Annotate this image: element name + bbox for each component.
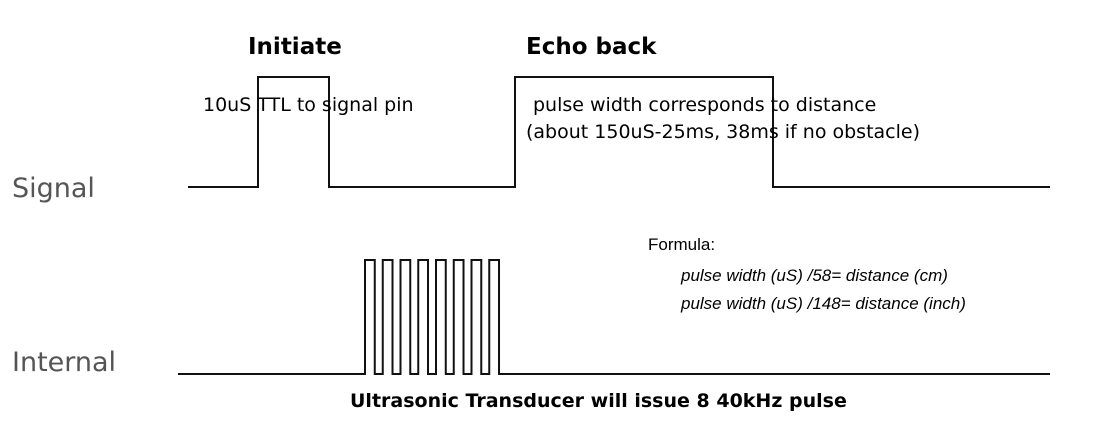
trigger-pulse-note: 10uS TTL to signal pin <box>203 94 414 116</box>
internal-burst-waveform <box>178 259 1050 375</box>
formula-title: Formula: <box>648 235 715 254</box>
echo-back-heading: Echo back <box>526 34 657 60</box>
internal-row-label: Internal <box>12 347 116 378</box>
formula-cm: pulse width (uS) /58= distance (cm) <box>680 266 948 285</box>
signal-waveform <box>188 76 1050 188</box>
formula-inch: pulse width (uS) /148= distance (inch) <box>680 294 966 313</box>
signal-row-label: Signal <box>12 173 95 204</box>
echo-width-note: pulse width corresponds to distance <box>533 94 876 116</box>
transducer-caption: Ultrasonic Transducer will issue 8 40kHz… <box>350 390 847 412</box>
echo-range-note: (about 150uS-25ms, 38ms if no obstacle) <box>526 121 920 143</box>
initiate-heading: Initiate <box>248 34 342 60</box>
